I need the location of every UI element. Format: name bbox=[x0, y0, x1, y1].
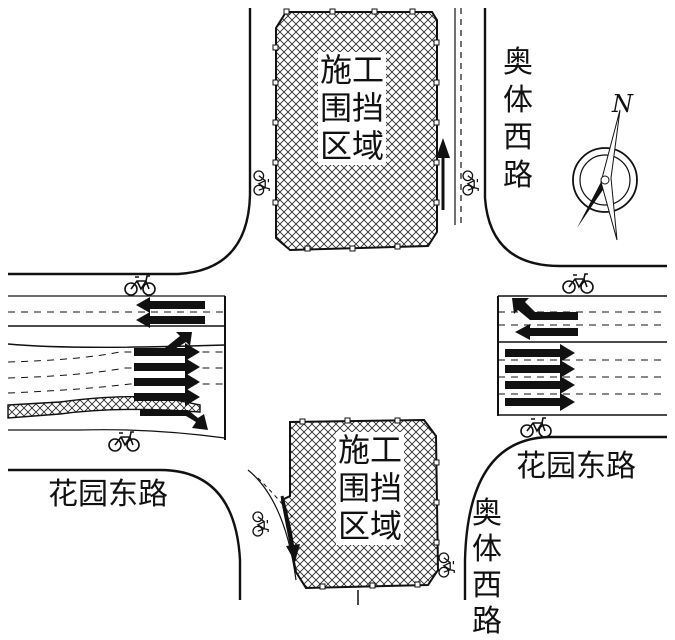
north-zone-label: 施工 围挡 区域 bbox=[318, 51, 387, 166]
lane-arrow-icon bbox=[134, 373, 200, 391]
northbound-arrow bbox=[436, 138, 450, 210]
west-road-label: 花园东路 bbox=[48, 477, 168, 512]
southbound-arrow bbox=[286, 544, 300, 562]
curb-southeast bbox=[463, 435, 667, 600]
bicycle-icon bbox=[462, 170, 479, 196]
bicycle-icon bbox=[108, 431, 140, 452]
south-zone-line2: 围挡 bbox=[338, 468, 403, 507]
lane-arrow-icon bbox=[505, 376, 575, 394]
south-zone-label: 施工 围挡 区域 bbox=[336, 431, 405, 546]
west-lane-arrows bbox=[134, 297, 208, 430]
south-road-name: 奥体西路 bbox=[472, 496, 502, 639]
west-approach bbox=[7, 295, 226, 440]
curb-southwest bbox=[8, 468, 242, 600]
south-zone-line1: 施工 bbox=[338, 431, 403, 469]
north-zone-line3: 区域 bbox=[320, 126, 385, 165]
bicycle-icon bbox=[438, 552, 455, 578]
compass-north-letter: N bbox=[612, 90, 633, 118]
west-hatched-island bbox=[7, 395, 201, 419]
lane-arrow-icon bbox=[505, 393, 575, 411]
curb-northeast bbox=[483, 8, 667, 268]
lane-arrow-icon bbox=[165, 332, 192, 352]
lane-arrow-icon bbox=[505, 360, 575, 378]
compass-icon bbox=[572, 109, 638, 241]
lane-arrow-icon bbox=[140, 410, 208, 430]
north-road-name: 奥体西路 bbox=[503, 45, 533, 193]
lane-arrow-icon bbox=[512, 298, 578, 320]
north-zone-line2: 围挡 bbox=[320, 88, 385, 127]
lane-arrow-icon bbox=[134, 343, 200, 361]
lane-arrow-icon bbox=[515, 324, 578, 340]
bicycle-icon bbox=[252, 511, 269, 537]
lane-arrow-icon bbox=[136, 312, 205, 328]
north-median bbox=[454, 8, 462, 225]
east-lane-arrows bbox=[505, 298, 578, 411]
bicycle-icon bbox=[253, 170, 270, 196]
lane-arrow-icon bbox=[134, 358, 200, 376]
lane-arrow-icon bbox=[134, 388, 200, 406]
lane-arrow-icon bbox=[136, 297, 205, 313]
road-edges bbox=[8, 8, 667, 600]
lane-arrow-icon bbox=[505, 344, 575, 362]
bicycle-icon bbox=[520, 417, 552, 438]
south-zone-line3: 区域 bbox=[338, 506, 403, 545]
bicycle-icon bbox=[562, 273, 594, 294]
south-road-label: 奥体西路 bbox=[470, 496, 504, 640]
southbound-guide bbox=[247, 469, 297, 581]
curb-northwest bbox=[8, 8, 252, 276]
east-road-label: 花园东路 bbox=[516, 449, 636, 484]
north-zone-line1: 施工 bbox=[320, 51, 385, 89]
bicycle-icon bbox=[124, 275, 156, 296]
north-road-label: 奥体西路 bbox=[501, 44, 535, 194]
